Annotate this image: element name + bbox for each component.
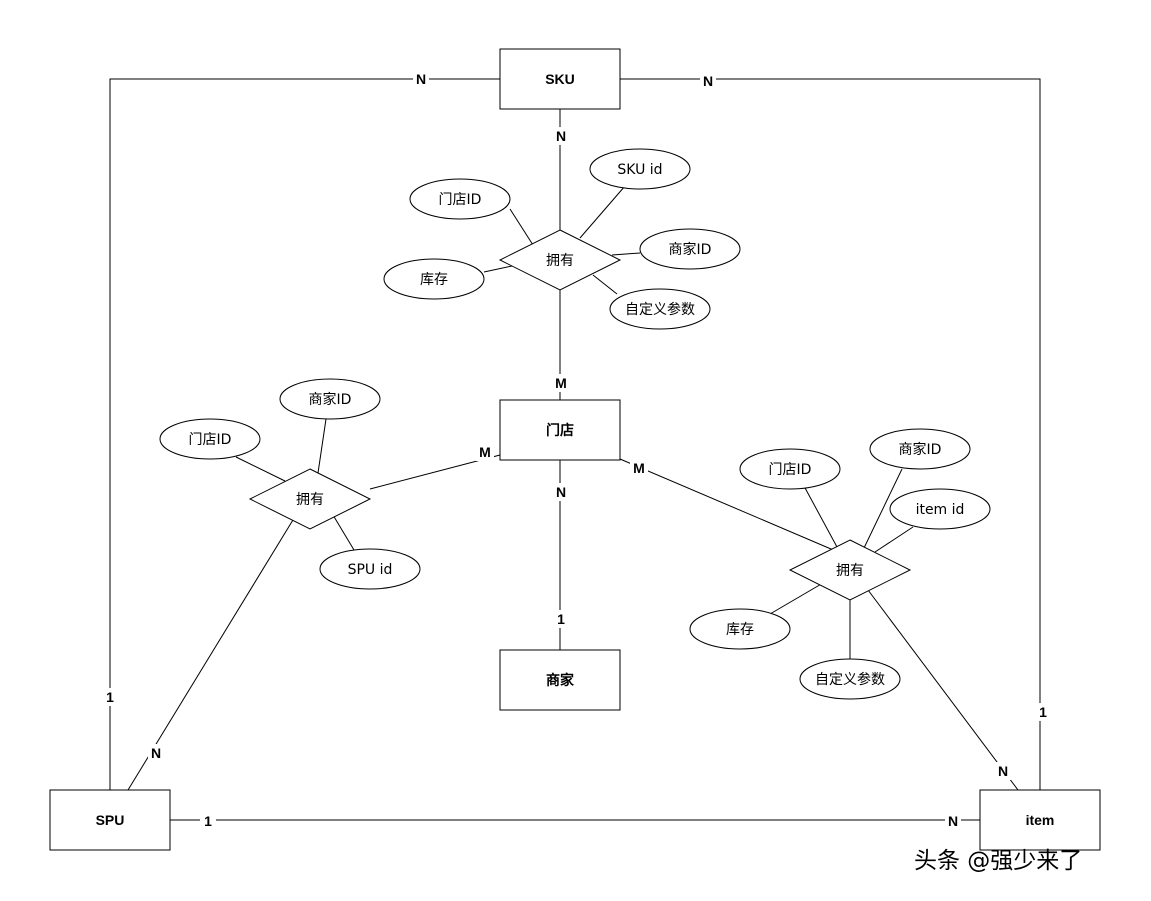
attribute-ellipse[interactable]: 门店ID (739, 448, 841, 490)
cardinality-label: 1 (106, 689, 114, 705)
attr-edge (874, 526, 914, 553)
attribute-label: 库存 (420, 272, 448, 288)
edge-store-rel3 (619, 458, 839, 553)
attribute-label: 门店ID (769, 462, 812, 478)
attr-edge (611, 252, 641, 256)
attribute-ellipse[interactable]: 门店ID (159, 418, 261, 460)
attr-edge (483, 265, 513, 273)
cardinality-label: N (416, 71, 426, 87)
attribute-ellipse[interactable]: 库存 (383, 258, 485, 300)
attr-edge (863, 468, 903, 549)
cardinality-label: N (556, 484, 566, 500)
attribute-ellipse[interactable]: 商家ID (279, 378, 381, 420)
cardinality-label: N (703, 73, 713, 89)
relationship-sku-store[interactable]: 拥有 (498, 229, 622, 291)
attribute-label: SKU id (617, 162, 662, 178)
attribute-label: 门店ID (189, 432, 232, 448)
attribute-label: 自定义参数 (625, 301, 695, 318)
cardinality-label: M (555, 375, 567, 391)
cardinality-label: M (479, 444, 491, 460)
cardinality-label: N (998, 763, 1008, 779)
attr-edge (235, 456, 286, 482)
relationship-sku-store-label: 拥有 (546, 253, 574, 269)
attribute-label: 商家ID (309, 391, 352, 408)
attribute-label: 商家ID (669, 241, 712, 258)
relationship-item-store-label: 拥有 (836, 563, 864, 579)
attr-edge (509, 208, 534, 246)
entity-sku[interactable]: SKU (499, 48, 621, 110)
attribute-label: item id (916, 502, 965, 518)
edge-rel3-item (867, 589, 1019, 791)
entity-item-label: item (1026, 812, 1055, 828)
attribute-ellipse[interactable]: 库存 (689, 608, 791, 650)
cardinality-label: N (948, 813, 958, 829)
cardinality-label: N (151, 745, 161, 761)
cardinality-label: 1 (557, 611, 565, 627)
entity-spu[interactable]: SPU (49, 789, 171, 851)
attribute-ellipse[interactable]: 商家ID (869, 428, 971, 470)
attribute-ellipse[interactable]: item id (889, 488, 991, 530)
attribute-label: 门店ID (439, 192, 482, 208)
relationship-spu-store[interactable]: 拥有 (248, 468, 372, 530)
edge-sku-spu (109, 78, 500, 790)
attribute-ellipse[interactable]: 自定义参数 (609, 288, 711, 330)
attribute-label: 库存 (726, 622, 754, 638)
attribute-ellipse[interactable]: SPU id (319, 548, 421, 590)
cardinality-label: M (633, 460, 645, 476)
entity-merchant-label: 商家 (546, 672, 575, 688)
attribute-label: 商家ID (899, 441, 942, 458)
cardinality-label: 1 (1039, 704, 1047, 720)
attribute-ellipse[interactable]: 门店ID (409, 178, 511, 220)
entity-spu-label: SPU (96, 812, 125, 828)
attribute-label: 自定义参数 (815, 671, 885, 688)
entity-sku-label: SKU (545, 71, 575, 87)
attribute-ellipse[interactable]: 自定义参数 (799, 658, 901, 700)
relationship-item-store[interactable]: 拥有 (788, 539, 912, 601)
watermark: 头条 @强少来了 (914, 848, 1083, 874)
attr-edge (803, 485, 838, 548)
cardinality-labels: N N N M M M N 1 1 N 1 N N 1 (102, 70, 1051, 830)
relationship-spu-store-label: 拥有 (296, 492, 324, 508)
cardinality-label: 1 (204, 813, 212, 829)
entity-item[interactable]: item (979, 789, 1101, 851)
attribute-label: SPU id (348, 562, 393, 578)
attr-edge (579, 185, 626, 239)
edge-sku-item (620, 78, 1041, 790)
entity-store-label: 门店 (546, 422, 574, 438)
entity-merchant[interactable]: 商家 (499, 649, 621, 711)
attribute-ellipse[interactable]: 商家ID (639, 228, 741, 270)
attr-edge (592, 274, 618, 295)
attr-edge (317, 418, 327, 474)
cardinality-label: N (556, 128, 566, 144)
attribute-ellipse[interactable]: SKU id (589, 148, 691, 190)
attr-edge (769, 582, 824, 615)
entity-store[interactable]: 门店 (499, 399, 621, 461)
